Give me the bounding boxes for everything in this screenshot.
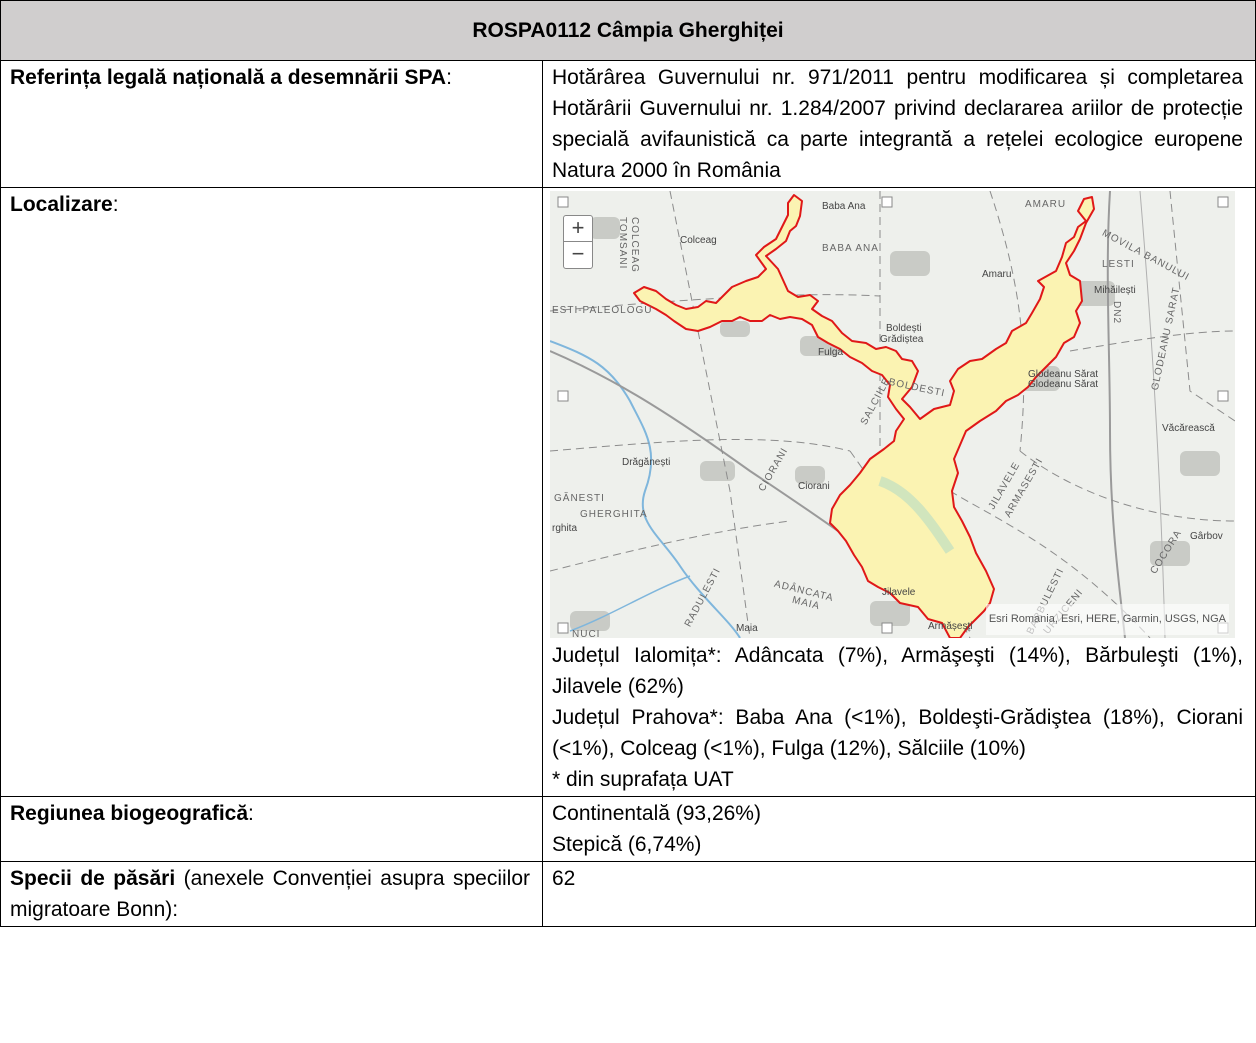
map-road-label: AMARU [1025,199,1067,210]
location-value: + − Baba Ana AMARU COLCEAG TOMSANI Colce… [542,187,1256,797]
bird-species-label-rest: (anexele Convenției asupra speciilor mig… [10,867,530,921]
row-biogeographic-region: Regiunea biogeografică: Continentală (93… [0,796,1256,862]
zoom-out-button[interactable]: − [571,241,585,266]
site-title: ROSPA0112 Câmpia Gherghiței [472,18,784,42]
biogeo-continental: Continentală (93,26%) [552,802,761,825]
map-label: Ciorani [798,481,830,492]
site-info-table: Referința legală națională a desemnării … [0,60,1256,927]
ialomita-communes: Județul Ialomița*: Adâncata (7%), Armăşe… [552,644,1243,698]
legal-reference-label-text: Referința legală națională a desemnării … [10,66,447,89]
map-road-label: BABA ANA [822,243,879,254]
map-label: Colceag [680,235,717,246]
row-legal-reference: Referința legală națională a desemnării … [0,60,1256,188]
label-colon: : [112,193,119,216]
biogeo-label: Regiunea biogeografică: [0,796,543,862]
location-label-text: Localizare [10,193,113,216]
map-label: Gârbov [1190,531,1223,542]
map-road-label: DN2 [1111,301,1122,325]
protected-area-polygon [633,194,1095,638]
map-label: Armășești [928,621,973,632]
map-road-label: NUCI [572,629,601,638]
legal-reference-label: Referința legală națională a desemnării … [0,60,543,188]
map-label: Amaru [982,269,1012,280]
map-zoom-control: + − [563,215,593,269]
map-road-label: ESTI-PALEOLOGU [552,305,653,316]
map-label: Baba Ana [822,201,866,212]
map-label: Glodeanu Sărat [1028,379,1099,390]
location-label: Localizare: [0,187,543,797]
map-label: Jilavele [882,587,916,598]
zoom-in-button[interactable]: + [564,216,592,242]
biogeo-label-text: Regiunea biogeografică [10,802,249,825]
map-road-label: LESTI [1102,259,1135,270]
map-road-label: GHERGHITA [580,509,648,520]
map-label: Văcărească [1162,423,1215,434]
row-location: Localizare: [0,187,1256,797]
biogeo-steppic: Stepică (6,74%) [552,833,702,856]
location-footnote: * din suprafața UAT [552,768,734,791]
map-label: Maia [736,623,758,634]
biogeo-value: Continentală (93,26%) Stepică (6,74%) [542,796,1256,862]
map-canvas [550,191,1235,638]
map-road-label: TOMSANI [617,217,628,270]
map-label: Drăgănești [622,457,671,468]
prahova-communes: Județul Prahova*: Baba Ana (<1%), Boldeş… [552,706,1243,760]
bird-species-label-text: Specii de păsări [10,867,176,890]
location-map[interactable]: + − Baba Ana AMARU COLCEAG TOMSANI Colce… [550,191,1235,638]
map-label: Boldești [886,323,922,334]
bird-species-value: 62 [542,861,1256,927]
label-colon: : [248,802,254,825]
bird-species-label: Specii de păsări (anexele Convenției asu… [0,861,543,927]
legal-reference-value: Hotărârea Guvernului nr. 971/2011 pentru… [542,60,1256,188]
map-road-label: GĂNESTI [554,493,605,504]
map-label: Glodeanu Sărat [1028,369,1099,380]
map-label: Grădiștea [880,334,924,345]
map-label: Mihăilești [1094,285,1136,296]
label-colon: : [446,66,452,89]
row-bird-species: Specii de păsări (anexele Convenției asu… [0,861,1256,927]
site-title-bar: ROSPA0112 Câmpia Gherghiței [0,0,1256,61]
map-label: rghita [552,523,578,534]
map-label: Fulga [818,347,844,358]
map-attribution: Esri Romania, Esri, HERE, Garmin, USGS, … [985,604,1229,635]
